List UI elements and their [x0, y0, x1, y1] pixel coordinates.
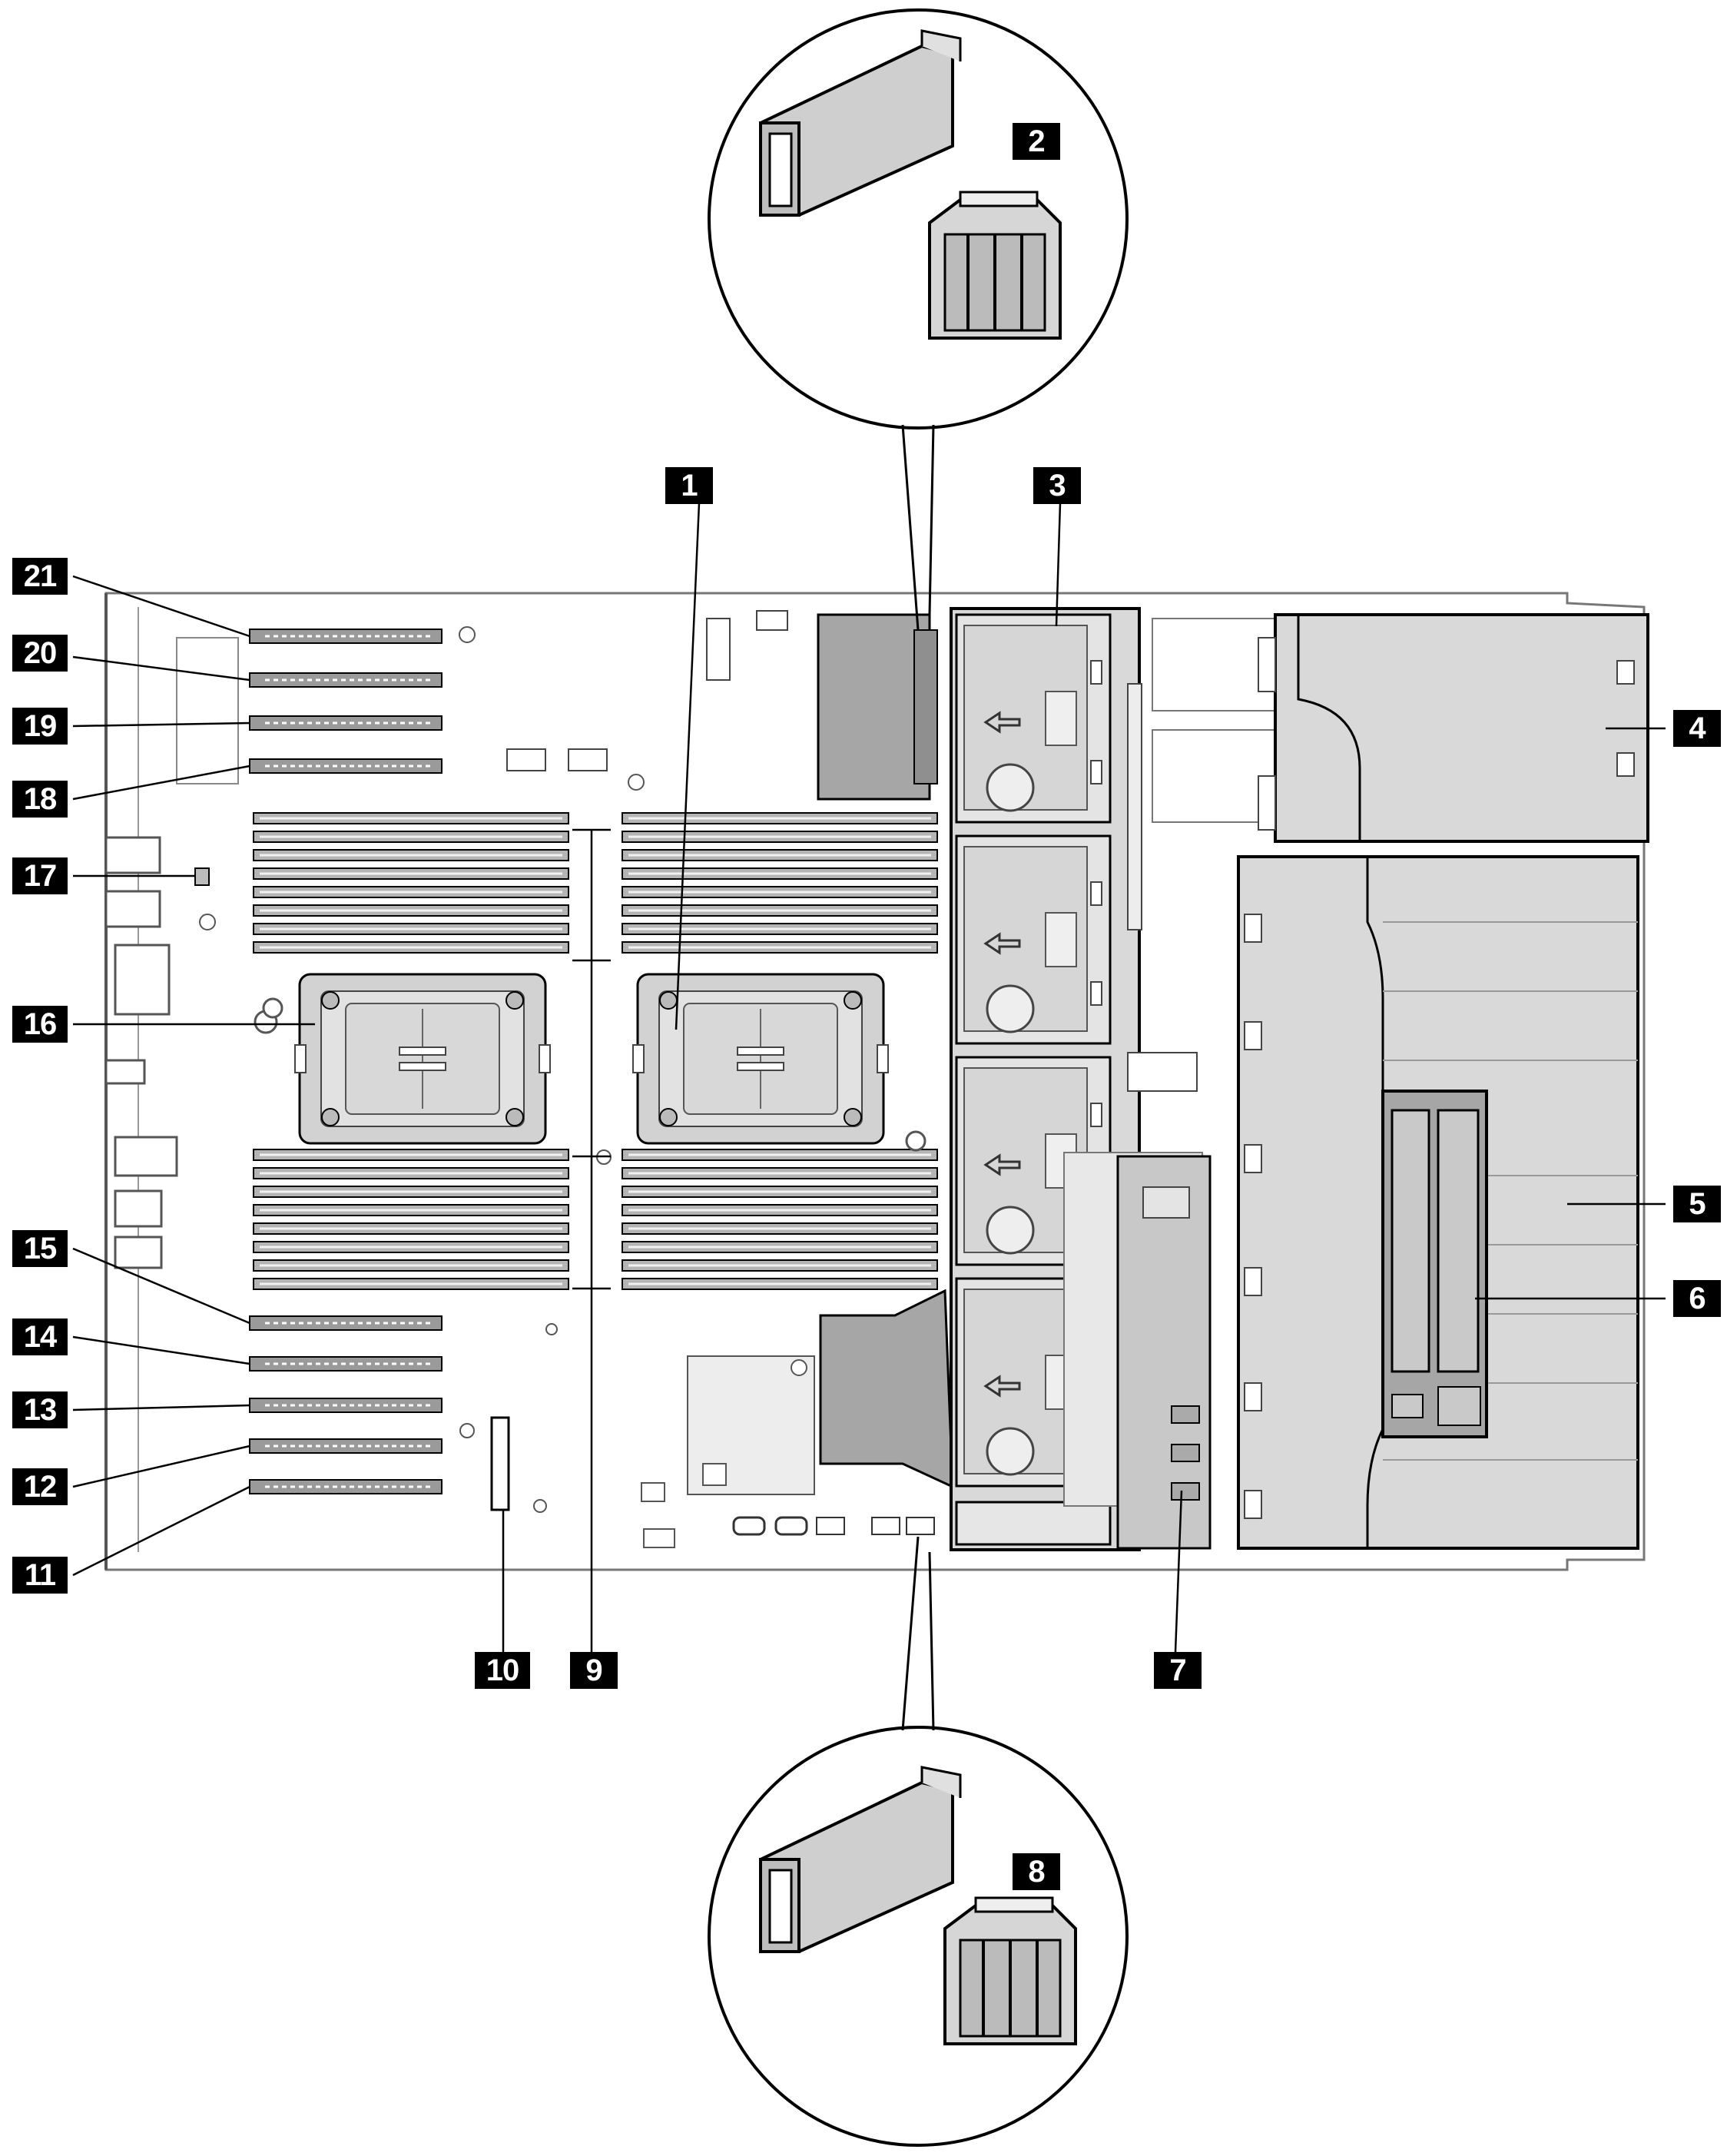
- callout-4: 4: [1673, 710, 1721, 747]
- callout-3: 3: [1033, 467, 1081, 504]
- callout-18: 18: [12, 781, 68, 818]
- detail-circle-bottom: [708, 1536, 1129, 2147]
- callout-1: 1: [665, 467, 713, 504]
- dimm-slots-bank-d: [621, 1148, 939, 1291]
- leader-lines: [72, 503, 1666, 1653]
- dimm-slots-bank-b: [621, 811, 939, 954]
- callout-21: 21: [12, 558, 68, 595]
- pcie-slot-12: [248, 1438, 443, 1454]
- callout-14: 14: [12, 1318, 68, 1355]
- backplane-connectors: [1127, 683, 1198, 1092]
- callout-15: 15: [12, 1230, 68, 1267]
- callout-13: 13: [12, 1391, 68, 1428]
- detail-circle-top: [708, 8, 1129, 631]
- dimm-slots-bank-c: [252, 1148, 570, 1291]
- callout-6: 6: [1673, 1280, 1721, 1317]
- internal-adapter-bracket: [1063, 1152, 1212, 1550]
- callout-11: 11: [12, 1557, 68, 1594]
- air-baffle-upper: [817, 613, 938, 801]
- callout-16: 16: [12, 1006, 68, 1043]
- pcie-slot-11: [248, 1478, 443, 1495]
- air-baffle-lower: [819, 1289, 954, 1489]
- callout-12: 12: [12, 1468, 68, 1505]
- callout-2: 2: [1013, 123, 1060, 160]
- callout-10: 10: [475, 1652, 530, 1689]
- callout-7: 7: [1154, 1652, 1202, 1689]
- callout-9: 9: [570, 1652, 618, 1689]
- board-connectors-top: [459, 610, 788, 791]
- rear-io-connectors: [104, 836, 278, 1269]
- callout-17: 17: [12, 857, 68, 894]
- callout-20: 20: [12, 635, 68, 672]
- dimm-slots-bank-a: [252, 811, 570, 954]
- pcie-slot-20: [248, 672, 443, 688]
- pcie-slot-19: [248, 715, 443, 731]
- m2-boot-adapter: [1381, 1090, 1488, 1438]
- pcie-slot-15: [248, 1315, 443, 1332]
- pcie-slot-21: [248, 628, 443, 645]
- processor-socket-1: [631, 973, 890, 1145]
- pcie-slot-18: [248, 758, 443, 775]
- callout-5: 5: [1673, 1186, 1721, 1222]
- callout-19: 19: [12, 708, 68, 745]
- board-components-lower: [459, 1323, 935, 1548]
- power-supply-bay: [1152, 613, 1649, 843]
- pcie-slot-13: [248, 1397, 443, 1414]
- pcie-slot-14: [248, 1355, 443, 1372]
- callout-8: 8: [1013, 1853, 1060, 1890]
- processor-socket-2: [293, 973, 552, 1145]
